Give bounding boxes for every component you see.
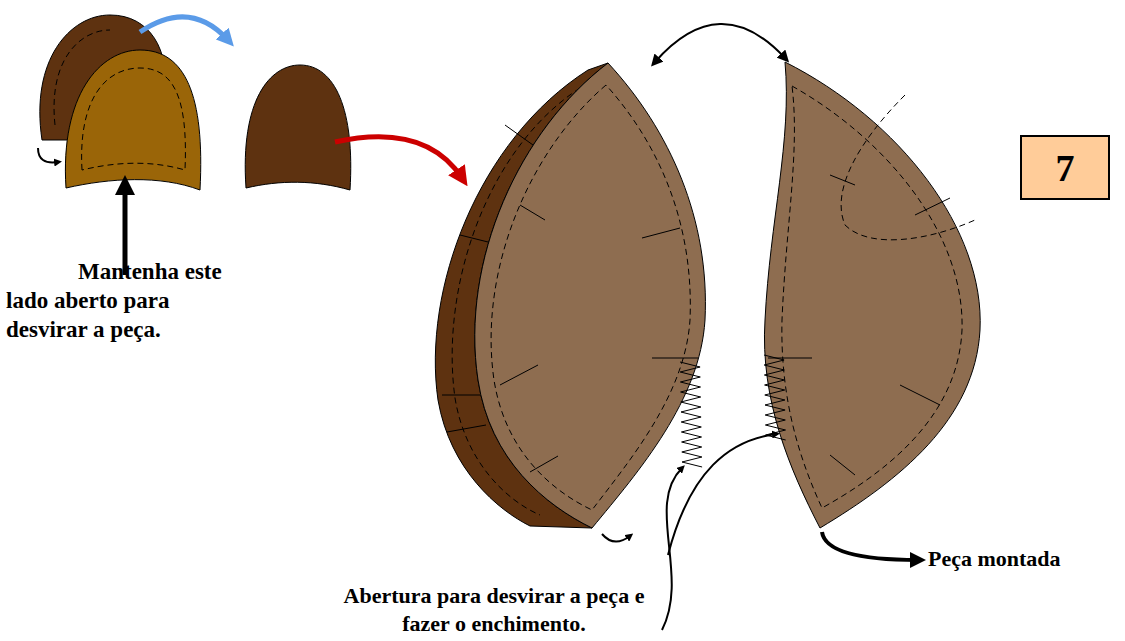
inner-seam	[841, 95, 975, 240]
front-dome	[65, 50, 200, 190]
result-arrow	[822, 532, 918, 560]
instruction-note: Peça montada	[928, 545, 1118, 573]
single-dome	[245, 65, 351, 190]
leaf-assembled	[764, 62, 980, 528]
leaf-assembled-marks	[768, 175, 950, 475]
whip-stitch	[680, 362, 702, 467]
leader-line	[662, 468, 682, 630]
leaf-front	[475, 63, 706, 528]
leaf-assembled-seam	[782, 86, 962, 508]
swap-arrow	[655, 24, 785, 62]
turn-arrow	[38, 148, 58, 162]
place-arrow	[335, 137, 462, 178]
leader-line	[668, 434, 776, 555]
step-number-box: 7	[1020, 135, 1110, 200]
instruction-note: Abertura para desvirar a peça e fazer o …	[328, 582, 660, 637]
instruction-note: Mantenha este lado aberto para desvirar …	[6, 258, 241, 344]
turn-arrow	[602, 534, 630, 542]
whip-stitch	[680, 355, 786, 467]
front-dome-seam	[82, 68, 186, 170]
leaf-front-marks	[500, 205, 698, 472]
move-arrow	[140, 17, 228, 40]
whip-stitch	[764, 355, 786, 440]
step-number: 7	[1056, 146, 1075, 190]
leaf-front-seam	[491, 85, 690, 510]
